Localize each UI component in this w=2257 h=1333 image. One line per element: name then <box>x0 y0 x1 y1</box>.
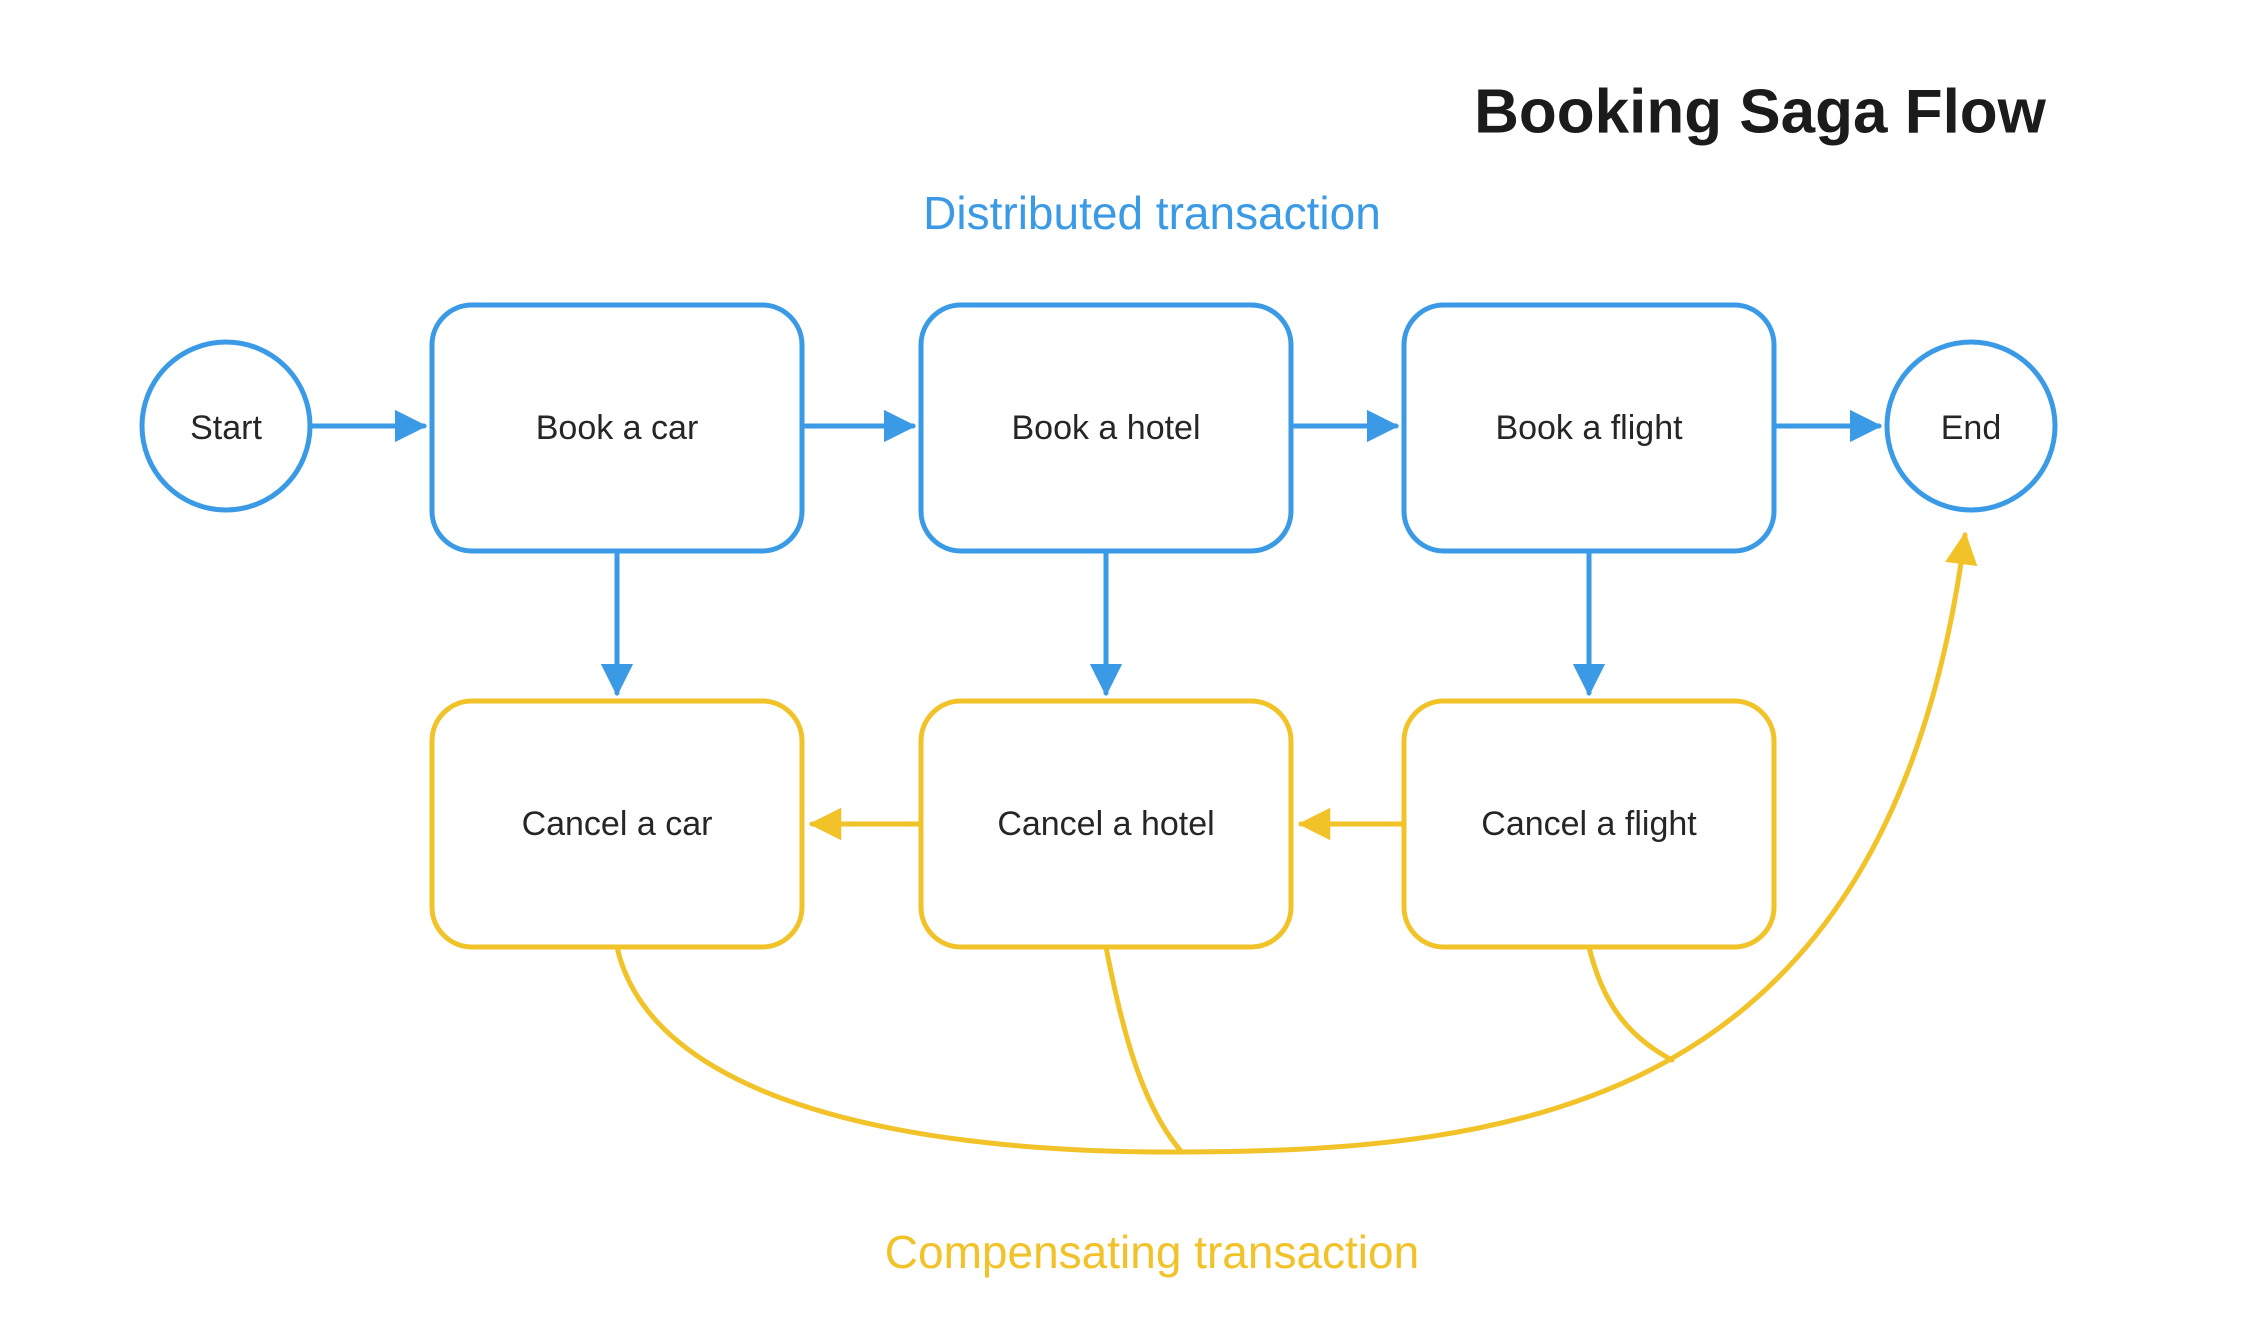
node-start: Start <box>139 339 313 513</box>
distributed-transaction-label: Distributed transaction <box>923 187 1381 239</box>
edge-cancel-flight-join-curve <box>1586 944 1675 1063</box>
node-cancel-a-hotel: Cancel a hotel <box>918 698 1294 950</box>
cancel-a-flight-label: Cancel a flight <box>1481 805 1697 843</box>
cancel-a-hotel-box <box>918 698 1294 950</box>
book-a-hotel-box <box>918 302 1294 554</box>
book-a-flight-label: Book a flight <box>1495 409 1683 447</box>
node-book-a-car: Book a car <box>429 302 805 554</box>
node-cancel-a-car: Cancel a car <box>429 698 805 950</box>
cancel-a-flight-box <box>1401 698 1777 950</box>
book-a-car-box <box>429 302 805 554</box>
book-a-car-label: Book a car <box>536 409 699 447</box>
end-label: End <box>1941 409 2002 447</box>
node-cancel-a-flight: Cancel a flight <box>1401 698 1777 950</box>
cancel-a-car-label: Cancel a car <box>522 805 713 843</box>
book-a-hotel-label: Book a hotel <box>1011 409 1200 447</box>
node-book-a-flight: Book a flight <box>1401 302 1777 554</box>
cancel-a-car-box <box>429 698 805 950</box>
start-circle <box>139 339 313 513</box>
end-circle <box>1884 339 2058 513</box>
node-book-a-hotel: Book a hotel <box>918 302 1294 554</box>
node-end: End <box>1884 339 2058 513</box>
start-label: Start <box>190 409 262 447</box>
diagram-title: Booking Saga Flow <box>1474 78 2047 147</box>
cancel-a-hotel-label: Cancel a hotel <box>997 805 1214 843</box>
compensating-transaction-label: Compensating transaction <box>885 1226 1419 1278</box>
edge-compensation-to-end <box>614 531 1978 1155</box>
edge-cancel-hotel-join-curve <box>1103 944 1183 1153</box>
book-a-flight-box <box>1401 302 1777 554</box>
